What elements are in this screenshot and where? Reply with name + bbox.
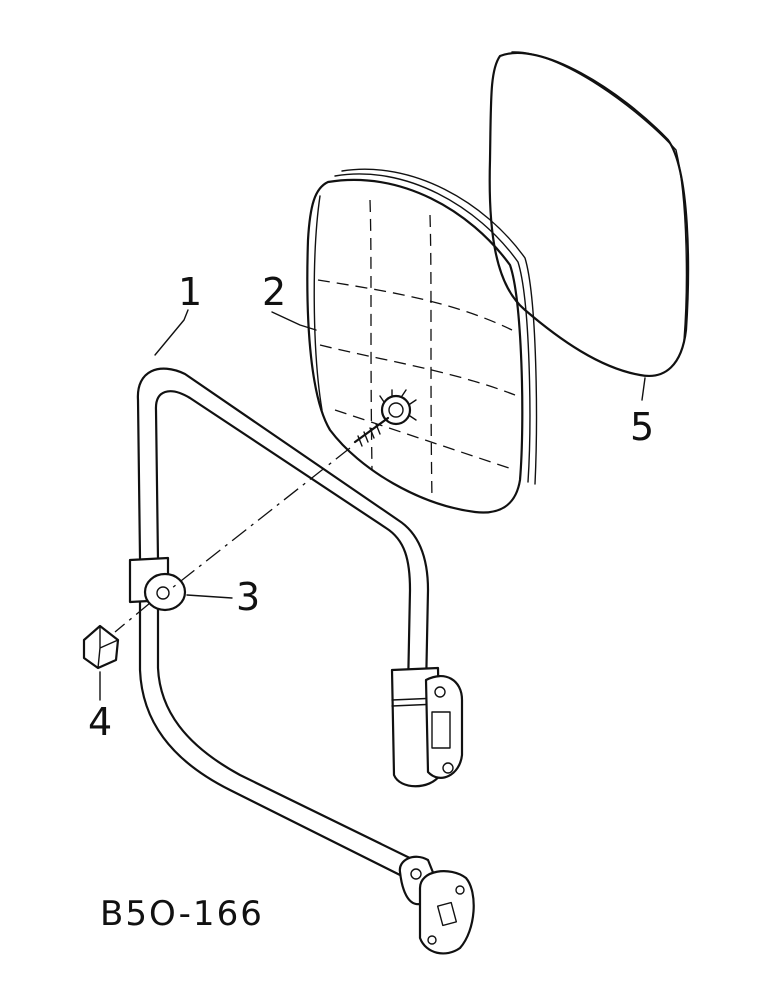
bottom-mount-plate <box>398 855 475 955</box>
callout-2: 2 <box>262 270 286 314</box>
cap-nut <box>82 624 120 670</box>
callout-3: 3 <box>236 575 260 619</box>
assembly-centerline <box>171 447 351 589</box>
mirror-head <box>306 168 538 514</box>
mirror-arm <box>128 367 475 955</box>
callout-5: 5 <box>630 405 654 449</box>
callout-4: 4 <box>88 700 112 744</box>
right-mount-bracket <box>390 666 464 788</box>
callout-1: 1 <box>178 270 202 314</box>
drawing-code: B5O-166 <box>100 894 264 934</box>
mirror-glass <box>488 51 690 377</box>
leader-lines <box>99 309 646 701</box>
